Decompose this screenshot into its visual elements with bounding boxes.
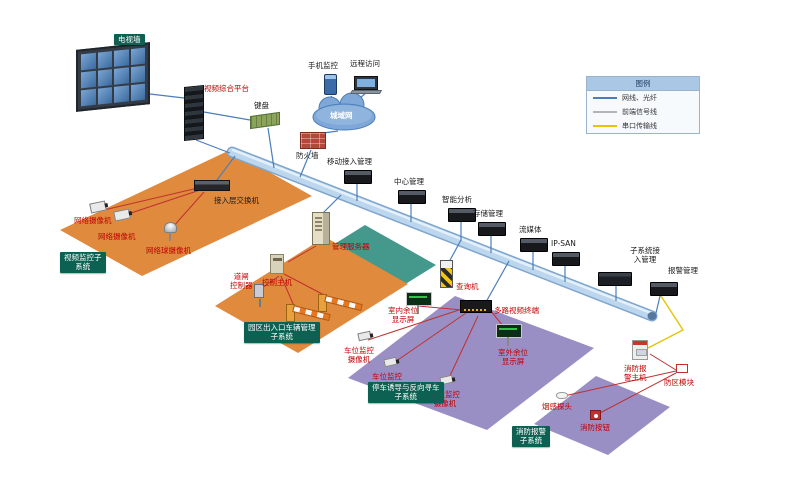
streaming-media-server-icon: [520, 238, 548, 252]
center-management-server-icon: [398, 190, 426, 204]
outdoor-display-label: 室外余位 显示屏: [498, 348, 528, 366]
legend-network-line-swatch: [593, 97, 617, 99]
dome-camera-label: 网络球摄像机: [146, 246, 191, 255]
legend-item: 网线、光纤: [587, 91, 699, 105]
access-switch-icon: [194, 180, 230, 191]
legend-title: 图例: [587, 77, 699, 91]
barrier-gate-icon: [286, 300, 332, 322]
tv-wall-label: 电视墙: [114, 34, 145, 46]
zone-vehicle-title: 园区出入口车辆管理 子系统: [244, 322, 320, 343]
query-kiosk-label: 查询机: [456, 282, 479, 291]
intelligent-analysis-label: 智能分析: [442, 195, 472, 204]
zone-fire-title: 消防报警 子系统: [512, 426, 550, 447]
barrier-gate-icon: [318, 290, 364, 312]
legend-signal-line-swatch: [593, 111, 617, 113]
serial-line: [647, 295, 685, 349]
fire-alarm-host-icon: [632, 340, 648, 360]
smoke-detector-label: 烟感探头: [542, 402, 572, 411]
storage-management-server-icon: [478, 222, 506, 236]
video-platform-icon: [184, 84, 204, 142]
video-terminal-label: 多路视频终端: [494, 306, 539, 315]
tv-wall-icon: [76, 42, 150, 112]
management-server-label: 管理服务器: [332, 242, 370, 251]
laptop-icon: [354, 76, 378, 90]
indoor-display-label: 室内余位 显示屏: [388, 306, 418, 324]
firewall-icon: [300, 132, 326, 149]
ip-san-label: IP-SAN: [551, 239, 576, 248]
network-camera-label: 网络摄像机: [98, 232, 136, 241]
phone-icon: [324, 74, 337, 95]
ip-san-icon: [552, 252, 580, 266]
gate-controller-label: 道闸 控制器: [230, 272, 253, 290]
control-host-label: 控制主机: [262, 278, 292, 287]
keyboard-label: 键盘: [254, 101, 269, 110]
fire-button-label: 消防按钮: [580, 423, 610, 432]
dome-camera-icon: [164, 222, 177, 241]
legend: 图例 网线、光纤 前端信号线 串口传输线: [586, 76, 700, 134]
metro-cloud-icon: [312, 92, 376, 131]
remote-access-label: 远程访问: [350, 59, 380, 68]
legend-item-label: 网线、光纤: [622, 94, 657, 102]
video-platform-label: 视频综合平台: [204, 84, 249, 93]
subsystem-access-label: 子系统接 入管理: [630, 246, 660, 264]
network-camera-label: 网络摄像机: [74, 216, 112, 225]
access-switch-label: 接入层交换机: [214, 196, 259, 205]
gate-controller-icon: [254, 284, 264, 307]
legend-serial-line-swatch: [593, 125, 617, 127]
zone-module-icon: [676, 364, 688, 373]
outdoor-display-icon: [496, 324, 522, 346]
subsystem-access-switch-icon: [598, 272, 632, 286]
network-bus: [226, 146, 658, 322]
zone-fire-alarm: [534, 376, 670, 455]
zone-video-title: 视频监控子 系统: [60, 252, 106, 273]
alarm-management-label: 报警管理: [668, 266, 698, 275]
legend-item: 串口传输线: [587, 119, 699, 133]
mobile-access-server-icon: [344, 170, 372, 184]
parking-camera-label: 车位监控 摄像机: [344, 346, 374, 364]
fire-button-icon: [590, 410, 601, 420]
query-kiosk-icon: [440, 260, 453, 288]
fire-alarm-host-label: 消防报 警主机: [624, 364, 647, 382]
phone-monitor-label: 手机监控: [308, 61, 338, 70]
laptop-base: [349, 90, 383, 94]
parking-camera-label: 车位监控 摄像机: [430, 390, 460, 408]
indoor-display-icon: [406, 292, 432, 314]
firewall-label: 防火墙: [296, 151, 319, 160]
intelligent-analysis-server-icon: [448, 208, 476, 222]
streaming-media-label: 流媒体: [519, 225, 542, 234]
legend-item: 前端信号线: [587, 105, 699, 119]
control-host-icon: [270, 254, 284, 274]
zone-parking-title: 停车诱导与反向寻车 子系统: [368, 382, 444, 403]
zone-module-label: 防区模块: [664, 378, 694, 387]
video-terminal-icon: [460, 300, 492, 313]
legend-item-label: 前端信号线: [622, 108, 657, 116]
metro-network-label: 城域网: [330, 111, 353, 120]
mobile-access-label: 移动接入管理: [327, 157, 372, 166]
management-server-icon: [312, 212, 330, 245]
legend-item-label: 串口传输线: [622, 122, 657, 130]
storage-management-label: 存储管理: [473, 209, 503, 218]
smoke-detector-icon: [556, 392, 568, 399]
alarm-management-icon: [650, 282, 678, 296]
center-management-label: 中心管理: [394, 177, 424, 186]
